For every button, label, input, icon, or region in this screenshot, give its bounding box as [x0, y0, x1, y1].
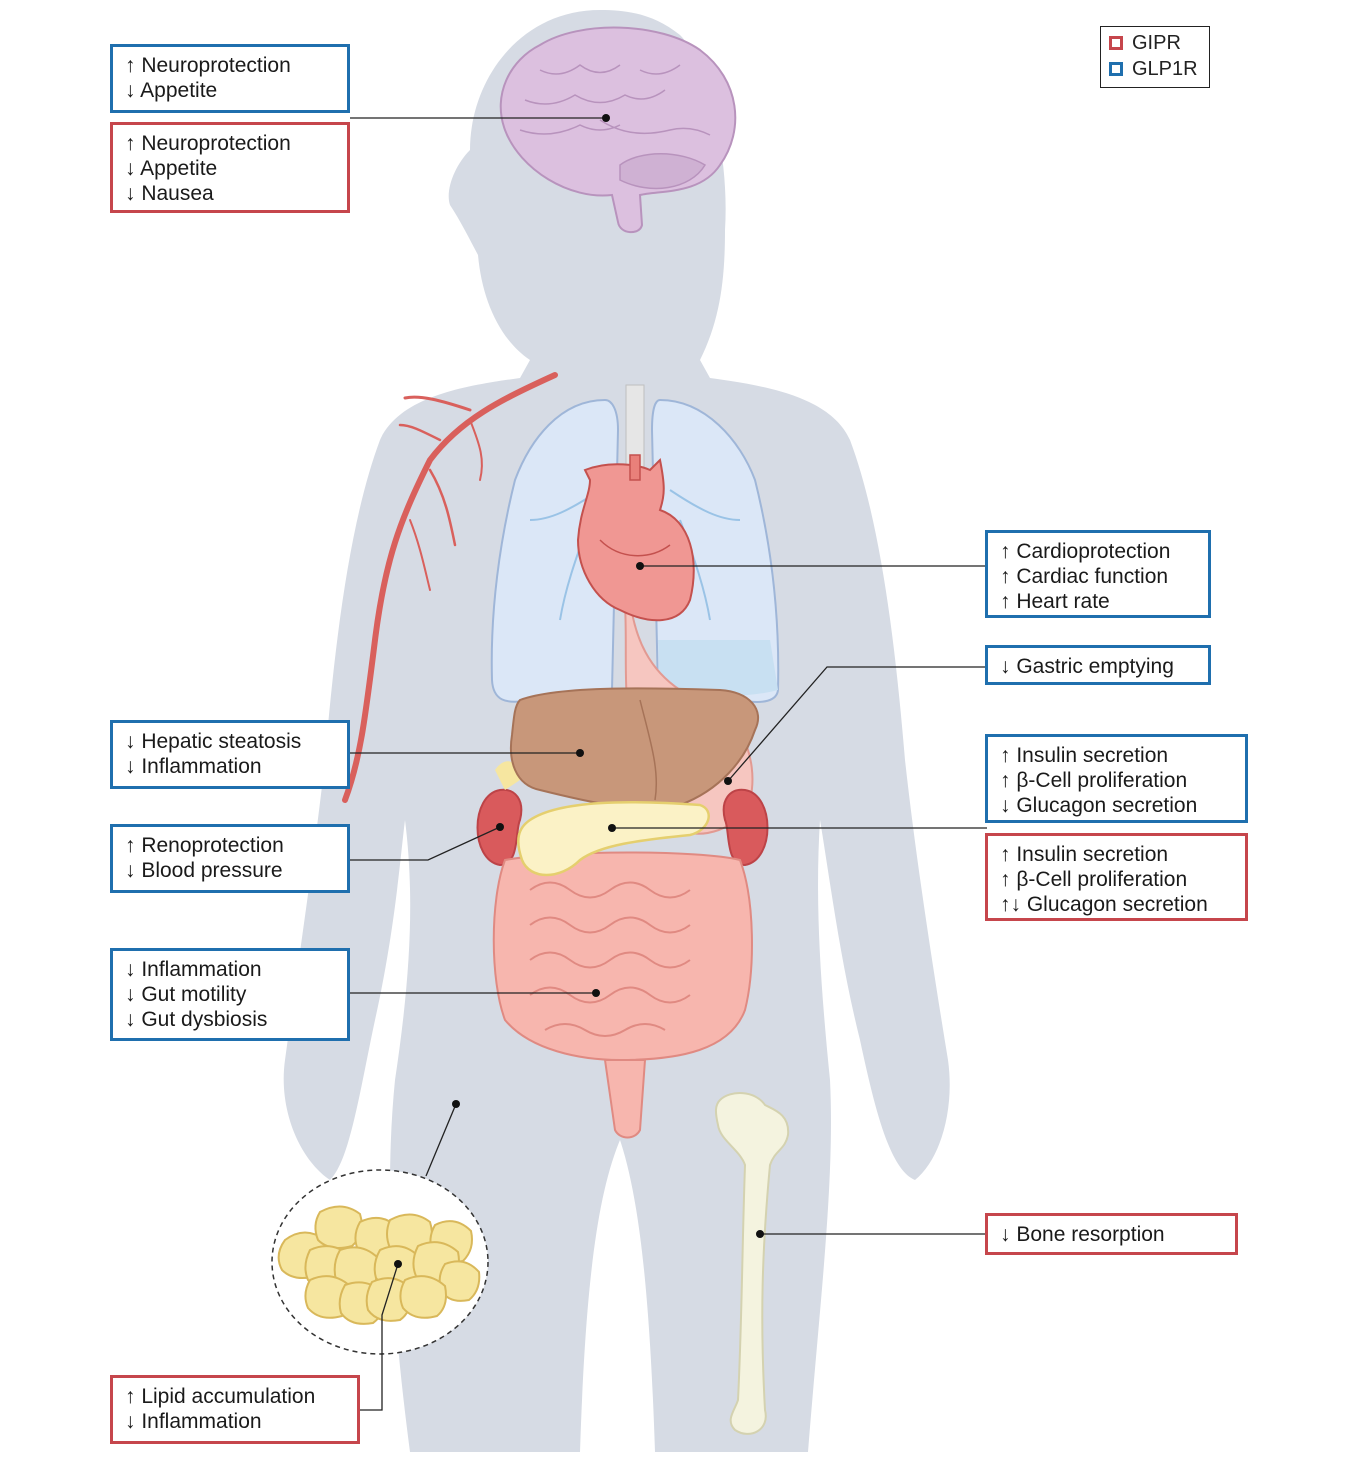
box-line: ↑↓ Glucagon secretion	[1000, 893, 1208, 916]
adipose-tissue-zoom	[271, 1169, 489, 1355]
box-line: ↓ Bone resorption	[1000, 1223, 1165, 1246]
brain-gipr-box: ↑ Neuroprotection ↓ Appetite ↓ Nausea	[110, 122, 350, 213]
box-line: ↑ β-Cell proliferation	[1000, 868, 1188, 891]
legend-label-gipr: GIPR	[1132, 32, 1181, 54]
stomach-glp1r-box: ↓ Gastric emptying	[985, 645, 1211, 685]
legend-item-glp1r: GLP1R	[1109, 56, 1209, 82]
liver-glp1r-box: ↓ Hepatic steatosis ↓ Inflammation	[110, 720, 350, 789]
pancreas	[517, 800, 710, 877]
box-line: ↓ Gut motility	[125, 983, 247, 1006]
liver	[510, 687, 760, 810]
connector-dots	[394, 114, 764, 1268]
box-line: ↑ Insulin secretion	[1000, 843, 1169, 866]
box-line: ↑ Heart rate	[1000, 590, 1110, 613]
adipose-gipr-box: ↑ Lipid accumulation ↓ Inflammation	[110, 1375, 360, 1444]
box-line: ↓ Gastric emptying	[1000, 655, 1174, 678]
intestines	[492, 851, 753, 1139]
pancreas-glp1r-box: ↑ Insulin secretion ↑ β-Cell proliferati…	[985, 734, 1248, 823]
brain-glp1r-box: ↑ Neuroprotection ↓ Appetite	[110, 44, 350, 113]
heart-glp1r-box: ↑ Cardioprotection ↑ Cardiac function ↑ …	[985, 530, 1211, 618]
box-line: ↓ Blood pressure	[125, 859, 283, 882]
blood-vessel	[342, 372, 558, 803]
bone-gipr-box: ↓ Bone resorption	[985, 1213, 1238, 1255]
brain	[499, 26, 737, 234]
box-line: ↑ Cardiac function	[1000, 565, 1169, 588]
box-line: ↓ Hepatic steatosis	[125, 730, 302, 753]
box-line: ↓ Inflammation	[125, 755, 262, 778]
femur-bone	[714, 1092, 790, 1435]
box-line: ↑ Neuroprotection	[125, 54, 291, 77]
box-line: ↑ β-Cell proliferation	[1000, 769, 1188, 792]
connector-lines	[350, 117, 987, 1411]
box-line: ↑ Neuroprotection	[125, 132, 291, 155]
box-line: ↓ Appetite	[125, 157, 218, 180]
heart	[576, 454, 695, 622]
box-line: ↓ Inflammation	[125, 1410, 262, 1433]
box-line: ↓ Glucagon secretion	[1000, 794, 1198, 817]
legend: GIPR GLP1R	[1100, 26, 1210, 88]
legend-label-glp1r: GLP1R	[1132, 58, 1198, 80]
lungs	[490, 384, 780, 703]
legend-swatch-gipr	[1109, 36, 1123, 50]
box-line: ↑ Renoprotection	[125, 834, 284, 857]
legend-swatch-glp1r	[1109, 62, 1123, 76]
box-line: ↑ Lipid accumulation	[125, 1385, 316, 1408]
box-line: ↓ Gut dysbiosis	[125, 1008, 268, 1031]
kidney-glp1r-box: ↑ Renoprotection ↓ Blood pressure	[110, 824, 350, 893]
box-line: ↓ Inflammation	[125, 958, 262, 981]
gut-glp1r-box: ↓ Inflammation ↓ Gut motility ↓ Gut dysb…	[110, 948, 350, 1041]
pancreas-gipr-box: ↑ Insulin secretion ↑ β-Cell proliferati…	[985, 833, 1248, 921]
box-line: ↑ Insulin secretion	[1000, 744, 1169, 767]
box-line: ↑ Cardioprotection	[1000, 540, 1171, 563]
box-line: ↓ Appetite	[125, 79, 218, 102]
legend-item-gipr: GIPR	[1109, 30, 1209, 56]
box-line: ↓ Nausea	[125, 182, 214, 205]
